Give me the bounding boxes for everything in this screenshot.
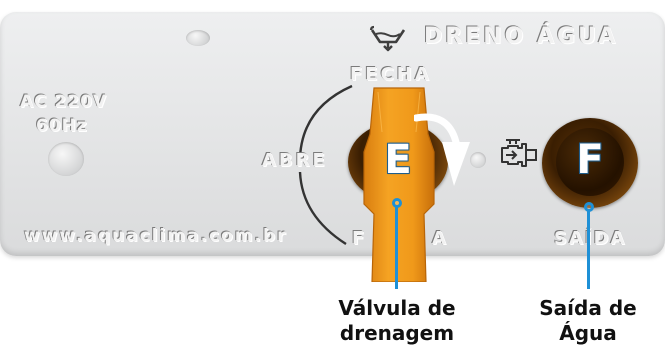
outlet-caption-line-1: Saída de bbox=[520, 296, 656, 321]
drain-tray-icon bbox=[368, 24, 408, 52]
abre-label: ABRE bbox=[262, 150, 328, 171]
rotate-arrow-icon bbox=[414, 108, 476, 190]
saida-label: SAÍDA bbox=[554, 228, 626, 249]
website-label: www.aquaclima.com.br bbox=[24, 226, 288, 246]
fecha-top-label: FECHA bbox=[350, 64, 432, 85]
valve-icon bbox=[500, 138, 540, 170]
frequency-label: 60Hz bbox=[36, 116, 88, 136]
outlet-caption: Saída de Água bbox=[520, 296, 656, 346]
panel-title: DRENO ÁGUA bbox=[424, 24, 618, 49]
outlet-callout-line bbox=[587, 211, 590, 289]
valve-caption: Válvula de drenagem bbox=[312, 296, 482, 346]
valve-caption-line-1: Válvula de bbox=[312, 296, 482, 321]
voltage-label: AC 220V bbox=[20, 92, 107, 112]
mounting-hole-top bbox=[186, 30, 210, 46]
outlet-caption-line-2: Água bbox=[520, 321, 656, 346]
valve-caption-line-2: drenagem bbox=[312, 321, 482, 346]
mounting-hole-left bbox=[48, 142, 84, 176]
outlet-marker-f: F bbox=[566, 136, 614, 184]
valve-callout-line bbox=[395, 207, 398, 289]
valve-marker-e: E bbox=[374, 136, 422, 184]
